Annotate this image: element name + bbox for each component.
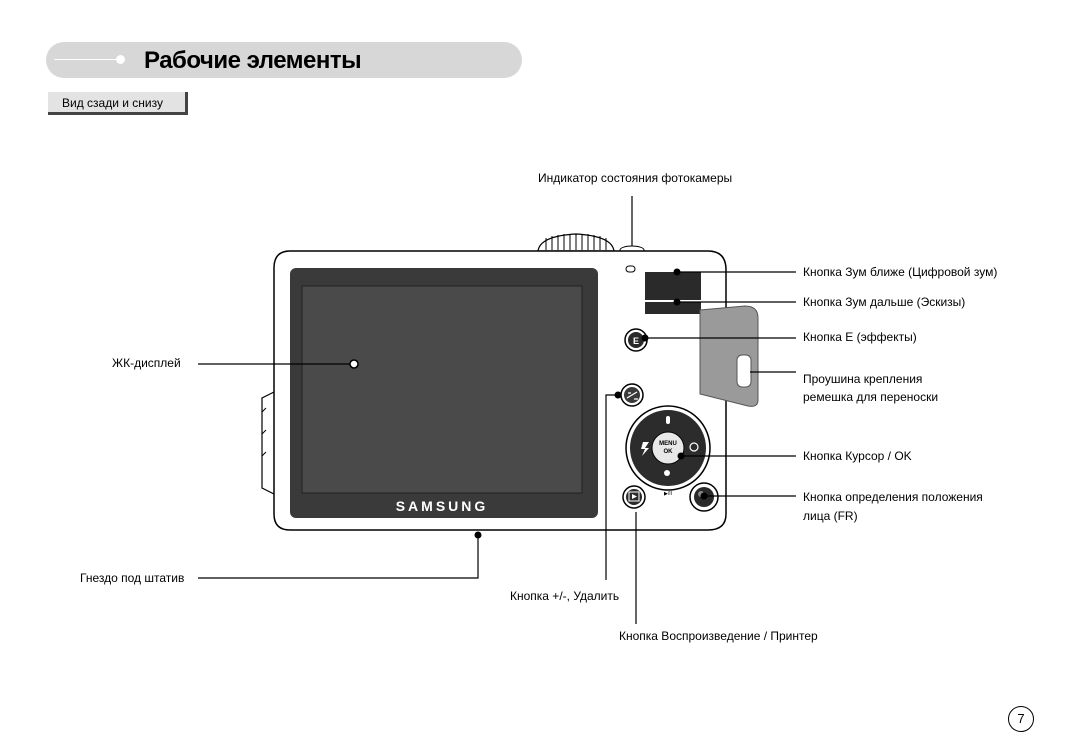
- subsection-tab: Вид сзади и снизу: [48, 92, 188, 115]
- menu-label: MENU: [659, 441, 677, 447]
- leader-lines: [198, 196, 796, 624]
- brand-logo: SAMSUNG: [396, 498, 489, 514]
- header-dot-icon: [116, 55, 125, 64]
- voice-memo-icon: [666, 416, 670, 424]
- exposure-icon: [626, 391, 638, 400]
- macro-icon: [664, 470, 670, 476]
- label-fr-line1: Кнопка определения положения: [803, 490, 983, 504]
- page-title: Рабочие элементы: [144, 47, 362, 74]
- label-status-led: Индикатор состояния фотокамеры: [538, 171, 733, 185]
- header-line-decoration: [54, 59, 120, 60]
- ok-label: OK: [664, 449, 674, 455]
- e-key-label: E: [633, 336, 639, 346]
- label-lcd: ЖК-дисплей: [112, 356, 181, 370]
- label-strap-line1: Проушина крепления: [803, 372, 923, 386]
- label-zoom-in: Кнопка Зум ближе (Цифровой зум): [803, 265, 998, 279]
- label-zoom-out: Кнопка Зум дальше (Эскизы): [803, 295, 966, 309]
- self-timer-icon: [689, 442, 699, 452]
- label-plus-minus-delete: Кнопка +/-, Удалить: [510, 589, 620, 603]
- label-cursor-ok: Кнопка Курсор / OK: [803, 449, 912, 463]
- play-pause-label: ▶/II: [664, 491, 672, 497]
- label-fr-line2: лица (FR): [803, 509, 858, 523]
- lcd-pointer-dot: [349, 359, 359, 369]
- label-strap-line2: ремешка для переноски: [803, 390, 939, 404]
- zoom-out-button[interactable]: [645, 302, 701, 314]
- cursor-direction-icons: [641, 416, 699, 476]
- leader-dots: [474, 268, 708, 539]
- label-e-button: Кнопка E (эффекты): [803, 330, 917, 344]
- lcd-screen: [301, 285, 583, 494]
- page-number: 7: [1008, 706, 1034, 732]
- flash-icon: [641, 442, 649, 456]
- camera-side-ridges: [261, 407, 267, 457]
- label-tripod: Гнездо под штатив: [80, 571, 185, 585]
- camera-side-edge: [261, 391, 275, 495]
- zoom-in-button[interactable]: [645, 272, 701, 300]
- section-header: Рабочие элементы: [46, 42, 522, 78]
- menu-ok-button[interactable]: [651, 431, 685, 465]
- strap-eyelet: [736, 354, 752, 388]
- playback-icon: [628, 491, 640, 502]
- mode-dial: [537, 233, 615, 252]
- e-effects-button[interactable]: [628, 332, 644, 348]
- status-led: [625, 265, 636, 273]
- label-playback-printer: Кнопка Воспроизведение / Принтер: [619, 629, 818, 643]
